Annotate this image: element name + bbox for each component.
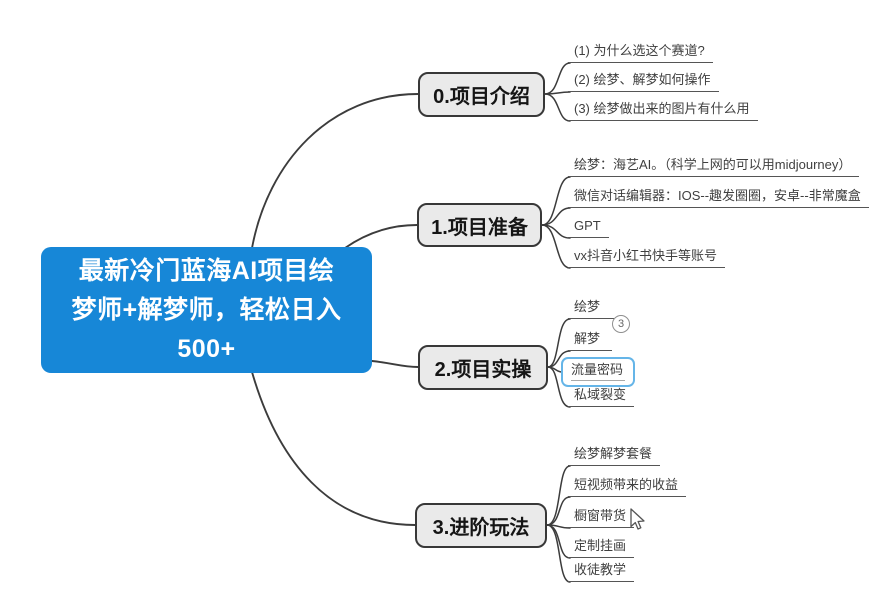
subtopic-short-video-income[interactable]: 短视频带来的收益 bbox=[568, 477, 687, 497]
connector-root-branch1 bbox=[344, 224, 418, 249]
branch-3-advanced-play[interactable]: 3.进阶玩法 bbox=[415, 503, 547, 548]
subtopic-why-this-track[interactable]: (1) 为什么选这个赛道? bbox=[568, 43, 713, 63]
connector-b1-c3 bbox=[541, 224, 571, 269]
connector-b2-c1 bbox=[547, 350, 571, 368]
connector-root-branch0 bbox=[251, 93, 419, 249]
collapsed-count-badge[interactable]: 3 bbox=[612, 315, 630, 333]
connector-root-branch2 bbox=[371, 360, 419, 368]
subtopic-traffic-code-label: 流量密码 bbox=[571, 362, 626, 381]
central-topic-line2: 梦师+解梦师，轻松日入 bbox=[71, 295, 342, 324]
branch-0-label: 0.项目介绍 bbox=[433, 86, 530, 108]
central-topic-line3: 500+ bbox=[177, 334, 236, 363]
central-topic-line1: 最新冷门蓝海AI项目绘 bbox=[78, 256, 335, 285]
connector-b3-c0 bbox=[546, 465, 571, 526]
connector-b0-c0 bbox=[544, 62, 571, 95]
subtopic-accounts[interactable]: vx抖音小红书快手等账号 bbox=[568, 248, 726, 268]
connector-b1-c1 bbox=[541, 207, 571, 226]
connector-root-branch3 bbox=[251, 371, 416, 526]
subtopic-showcase-selling[interactable]: 橱窗带货 bbox=[568, 508, 635, 528]
subtopic-dream-package[interactable]: 绘梦解梦套餐 bbox=[568, 446, 661, 466]
connector-b2-c0 bbox=[547, 318, 571, 368]
connector-b1-c0 bbox=[541, 176, 571, 226]
subtopic-teach-apprentice[interactable]: 收徒教学 bbox=[568, 562, 635, 582]
branch-2-project-practice[interactable]: 2.项目实操 bbox=[418, 345, 548, 390]
subtopic-traffic-code-selected[interactable]: 流量密码 bbox=[561, 357, 636, 387]
branch-0-project-intro[interactable]: 0.项目介绍 bbox=[418, 72, 545, 117]
central-topic[interactable]: 最新冷门蓝海AI项目绘 梦师+解梦师，轻松日入 500+ bbox=[41, 247, 372, 373]
connector-b3-c1 bbox=[546, 496, 571, 526]
subtopic-how-to-operate[interactable]: (2) 绘梦、解梦如何操作 bbox=[568, 72, 719, 92]
subtopic-draw-dream[interactable]: 绘梦 bbox=[568, 299, 614, 319]
branch-2-label: 2.项目实操 bbox=[434, 359, 532, 381]
subtopic-wechat-editor[interactable]: 微信对话编辑器：IOS--趣发圈圈，安卓--非常魔盒 bbox=[568, 188, 869, 208]
subtopic-gpt[interactable]: GPT bbox=[568, 218, 609, 238]
connector-b3-c4 bbox=[546, 524, 571, 583]
branch-3-label: 3.进阶玩法 bbox=[432, 517, 530, 539]
connector-b0-c2 bbox=[544, 93, 571, 122]
subtopic-custom-painting[interactable]: 定制挂画 bbox=[568, 538, 635, 558]
subtopic-image-usage[interactable]: (3) 绘梦做出来的图片有什么用 bbox=[568, 101, 758, 121]
branch-1-project-prep[interactable]: 1.项目准备 bbox=[417, 203, 542, 247]
subtopic-private-fission[interactable]: 私域裂变 bbox=[568, 387, 635, 407]
subtopic-haiyi-ai[interactable]: 绘梦：海艺AI。（科学上网的可以用midjourney） bbox=[568, 157, 860, 177]
subtopic-interpret-dream[interactable]: 解梦 bbox=[568, 331, 612, 351]
connector-b2-c3 bbox=[547, 366, 571, 408]
branch-1-label: 1.项目准备 bbox=[431, 216, 528, 239]
